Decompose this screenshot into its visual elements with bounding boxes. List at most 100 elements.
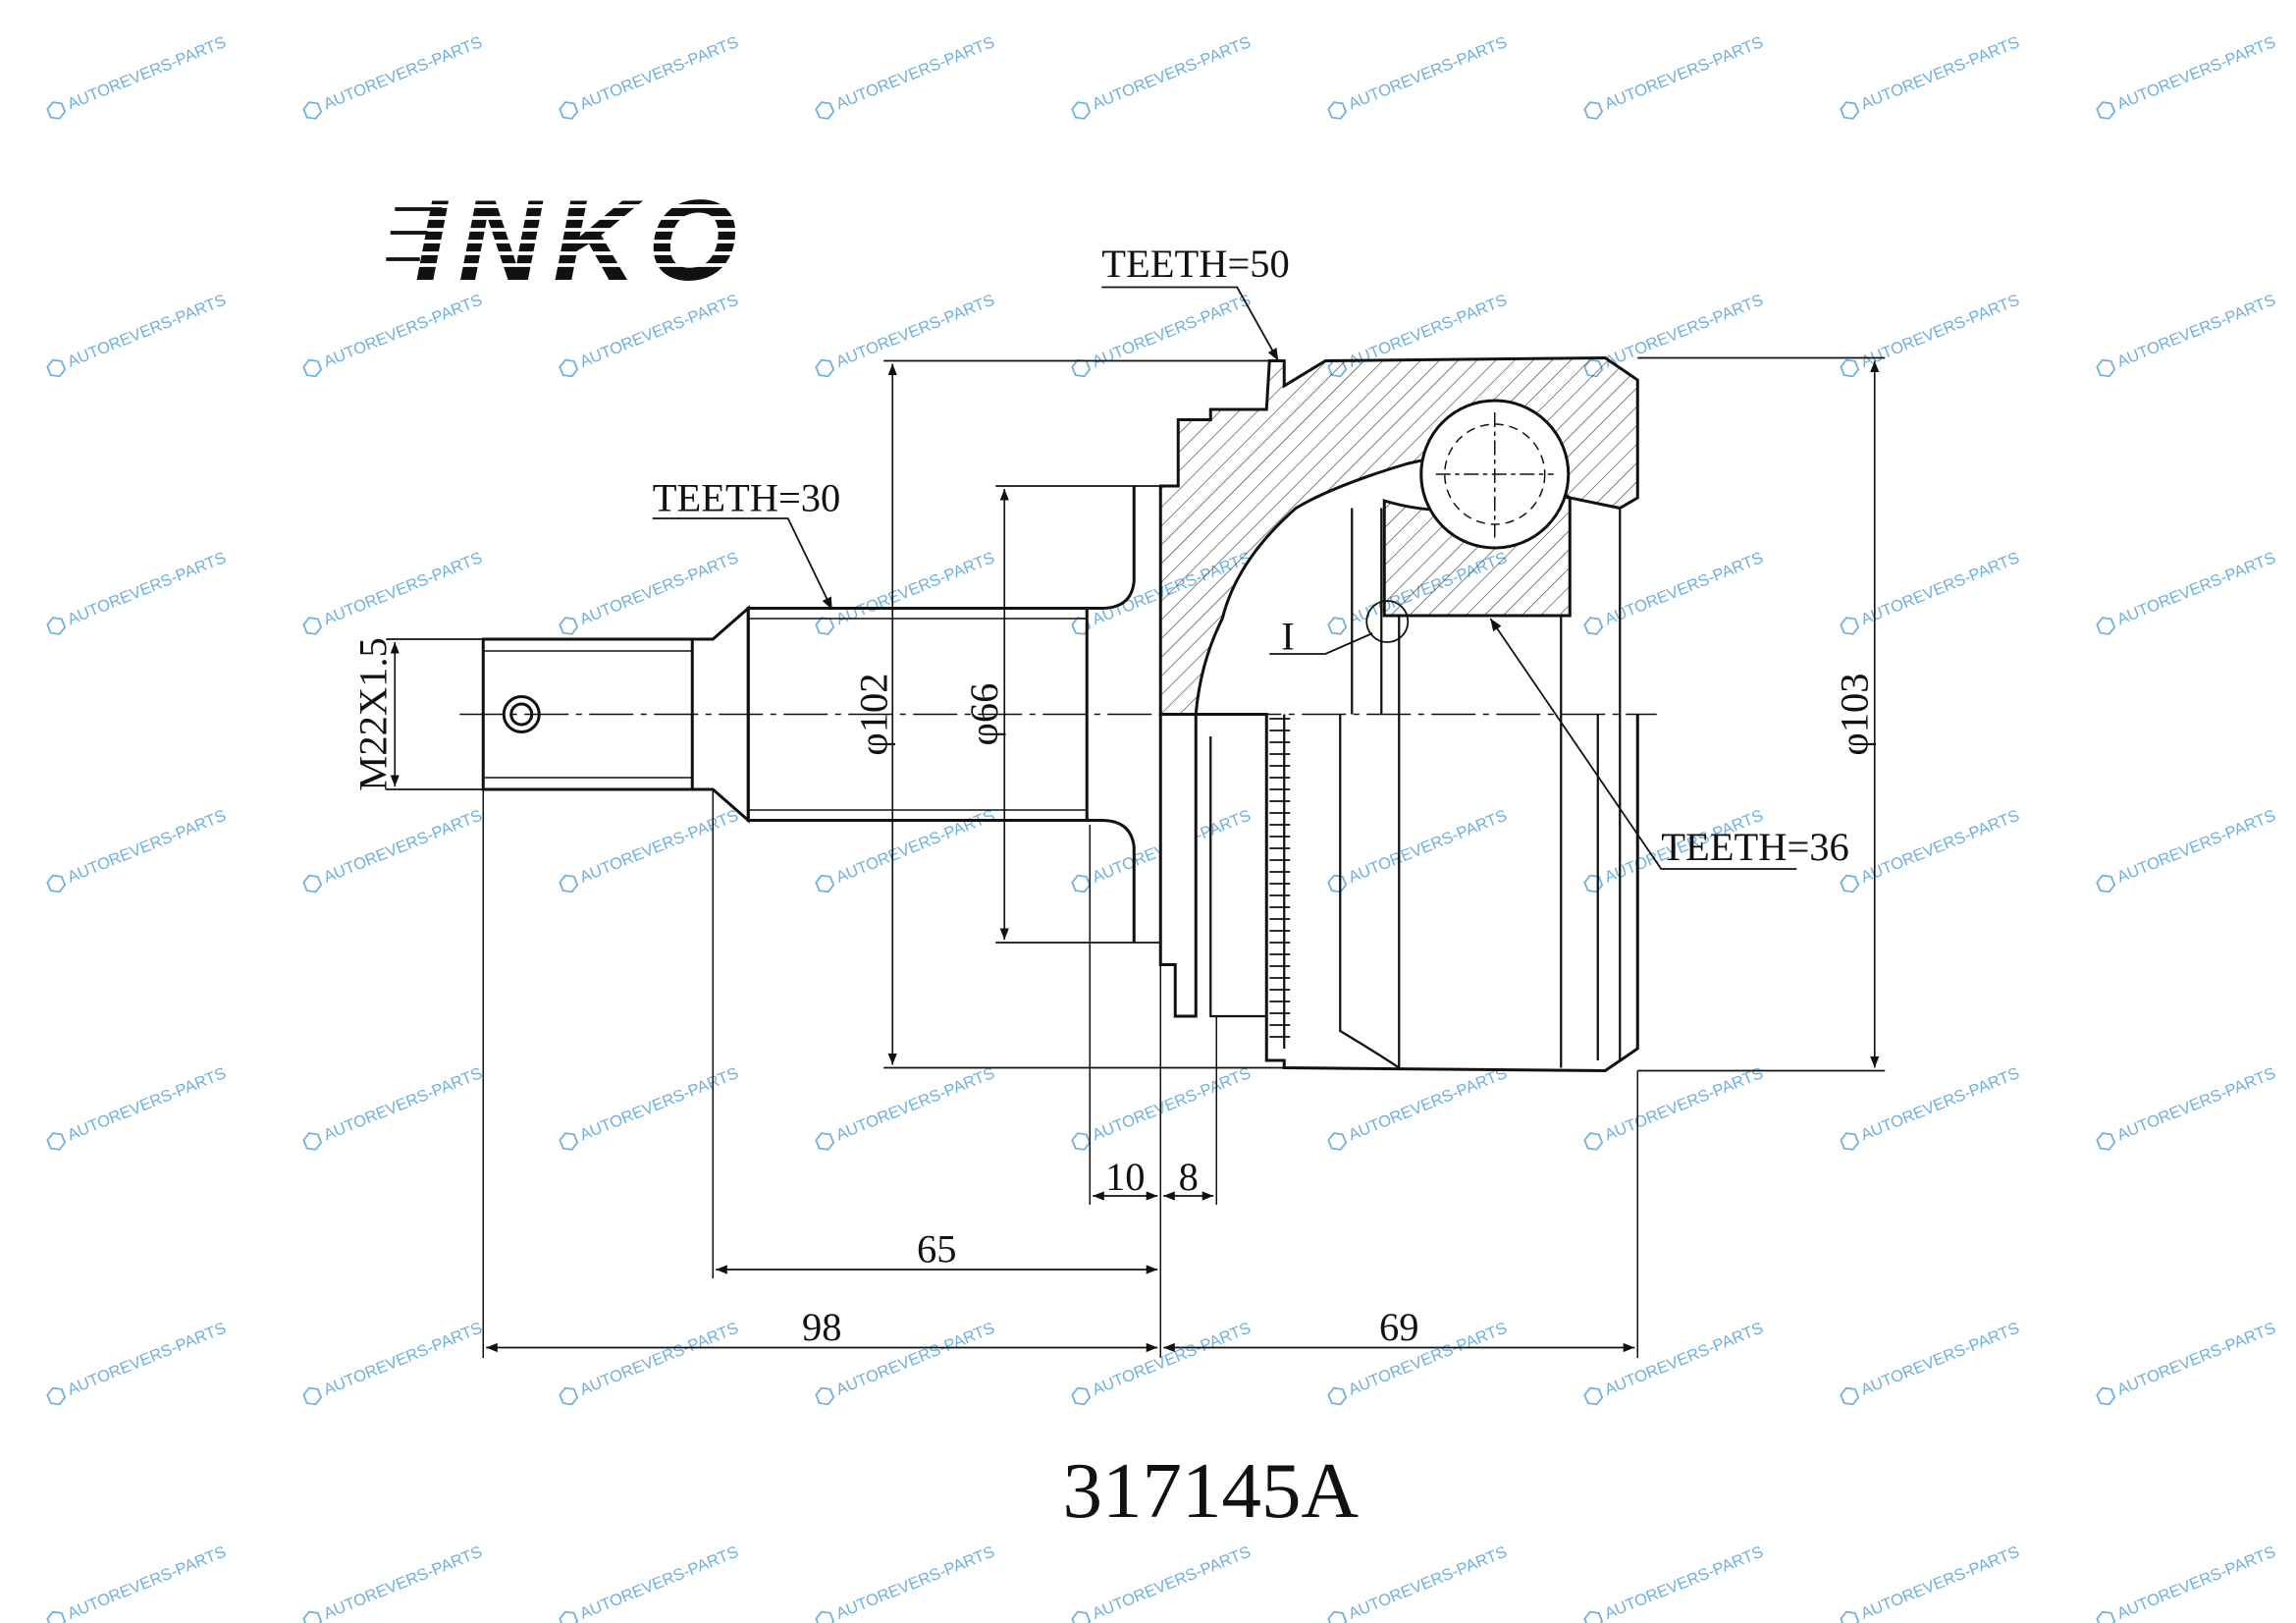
watermark-stamp: AUTOREVERS-PARTS xyxy=(2096,33,2278,120)
watermark-stamp: AUTOREVERS-PARTS xyxy=(559,1543,741,1623)
watermark-stamp: AUTOREVERS-PARTS xyxy=(302,1320,485,1406)
watermark-text: AUTOREVERS-PARTS xyxy=(1858,33,2022,113)
dia-66-label: φ66 xyxy=(962,683,1006,746)
watermark-text: AUTOREVERS-PARTS xyxy=(2114,807,2278,887)
dia-102-dimension xyxy=(883,359,1285,1069)
watermark-logo-icon xyxy=(1071,101,1092,120)
thread-dimension xyxy=(386,638,484,790)
watermark-logo-icon xyxy=(1071,1610,1092,1623)
watermark-logo-icon xyxy=(46,101,67,120)
watermark-logo-icon xyxy=(815,358,835,378)
watermark-text: AUTOREVERS-PARTS xyxy=(833,1320,997,1399)
watermark-logo-icon xyxy=(559,617,579,635)
watermark-logo-icon xyxy=(1840,1610,1860,1623)
watermark-stamp: AUTOREVERS-PARTS xyxy=(815,1543,997,1623)
watermark-text: AUTOREVERS-PARTS xyxy=(1090,33,1254,113)
watermark-stamp: AUTOREVERS-PARTS xyxy=(1840,33,2022,120)
watermark-logo-icon xyxy=(302,1610,323,1623)
watermark-logo-icon xyxy=(2096,1132,2116,1151)
watermark-logo-icon xyxy=(1583,874,1604,893)
watermark-text: AUTOREVERS-PARTS xyxy=(2114,1320,2278,1399)
watermark-text: AUTOREVERS-PARTS xyxy=(577,1543,741,1623)
watermark-text: AUTOREVERS-PARTS xyxy=(2114,33,2278,113)
watermark-stamp: AUTOREVERS-PARTS xyxy=(2096,1543,2278,1623)
watermark-text: AUTOREVERS-PARTS xyxy=(1602,1543,1766,1623)
watermark-logo-icon xyxy=(302,1132,323,1151)
watermark-stamp: AUTOREVERS-PARTS xyxy=(1071,1543,1254,1623)
watermark-stamp: AUTOREVERS-PARTS xyxy=(302,292,485,378)
watermark-text: AUTOREVERS-PARTS xyxy=(321,1320,485,1399)
watermark-text: AUTOREVERS-PARTS xyxy=(833,549,997,628)
watermark-logo-icon xyxy=(1327,1610,1348,1623)
watermark-stamp: AUTOREVERS-PARTS xyxy=(1583,1543,1766,1623)
watermark-logo-icon xyxy=(815,1610,835,1623)
watermark-text: AUTOREVERS-PARTS xyxy=(577,33,741,113)
watermark-logo-icon xyxy=(815,1132,835,1151)
watermark-text: AUTOREVERS-PARTS xyxy=(577,807,741,887)
detail-i-label: I xyxy=(1281,615,1295,659)
thread-label: M22X1.5 xyxy=(350,637,395,790)
watermark-logo-icon xyxy=(46,1386,67,1406)
watermark-stamp: AUTOREVERS-PARTS xyxy=(559,549,741,635)
watermark-text: AUTOREVERS-PARTS xyxy=(833,1064,997,1144)
watermark-text: AUTOREVERS-PARTS xyxy=(321,33,485,113)
leader-detail-i xyxy=(1269,632,1373,655)
watermark-logo-icon xyxy=(1327,1132,1348,1151)
watermark-stamp: AUTOREVERS-PARTS xyxy=(2096,1320,2278,1406)
watermark-text: AUTOREVERS-PARTS xyxy=(833,807,997,887)
watermark-text: AUTOREVERS-PARTS xyxy=(65,807,229,887)
watermark-logo-icon xyxy=(2096,1386,2116,1406)
extension-lines xyxy=(482,789,1638,1358)
watermark-stamp: AUTOREVERS-PARTS xyxy=(2096,807,2278,893)
watermark-stamp: AUTOREVERS-PARTS xyxy=(46,1543,229,1623)
watermark-logo-icon xyxy=(1071,874,1092,893)
watermark-stamp: AUTOREVERS-PARTS xyxy=(46,33,229,120)
watermark-stamp: AUTOREVERS-PARTS xyxy=(1071,33,1254,120)
watermark-stamp: AUTOREVERS-PARTS xyxy=(302,1064,485,1151)
watermark-logo-icon xyxy=(2096,358,2116,378)
watermark-text: AUTOREVERS-PARTS xyxy=(1858,807,2022,887)
watermark-logo-icon xyxy=(1583,101,1604,120)
watermark-stamp: AUTOREVERS-PARTS xyxy=(1583,549,1766,635)
watermark-logo-icon xyxy=(1840,358,1860,378)
watermark-text: AUTOREVERS-PARTS xyxy=(1090,292,1254,371)
watermark-stamp: AUTOREVERS-PARTS xyxy=(1071,1320,1254,1406)
watermark-logo-icon xyxy=(2096,1610,2116,1623)
watermark-text: AUTOREVERS-PARTS xyxy=(321,807,485,887)
watermark-logo-icon xyxy=(1840,874,1860,893)
watermark-logo-icon xyxy=(302,1386,323,1406)
splined-shaft xyxy=(746,486,1136,943)
watermark-text: AUTOREVERS-PARTS xyxy=(65,1064,229,1144)
watermark-logo-icon xyxy=(2096,617,2116,635)
watermark-stamp: AUTOREVERS-PARTS xyxy=(46,1064,229,1151)
watermark-stamp: AUTOREVERS-PARTS xyxy=(559,33,741,120)
watermark-stamp: AUTOREVERS-PARTS xyxy=(1327,33,1510,120)
watermark-stamp: AUTOREVERS-PARTS xyxy=(302,33,485,120)
watermark-logo-icon xyxy=(1327,874,1348,893)
watermark-text: AUTOREVERS-PARTS xyxy=(321,1064,485,1144)
teeth-36-label: TEETH=36 xyxy=(1661,825,1849,869)
watermark-text: AUTOREVERS-PARTS xyxy=(1858,1320,2022,1399)
watermark-logo-icon xyxy=(559,874,579,893)
watermark-logo-icon xyxy=(302,358,323,378)
watermark-text: AUTOREVERS-PARTS xyxy=(2114,1064,2278,1144)
watermark-text: AUTOREVERS-PARTS xyxy=(1602,33,1766,113)
watermark-text: AUTOREVERS-PARTS xyxy=(2114,1543,2278,1623)
watermark-logo-icon xyxy=(2096,101,2116,120)
teeth-50-label: TEETH=50 xyxy=(1101,242,1290,286)
watermark-logo-icon xyxy=(46,874,67,893)
watermark-stamp: AUTOREVERS-PARTS xyxy=(46,292,229,378)
dia-103-dimension xyxy=(1637,356,1886,1072)
watermark-text: AUTOREVERS-PARTS xyxy=(321,1543,485,1623)
watermark-logo-icon xyxy=(1071,1386,1092,1406)
outer-housing xyxy=(1158,355,1639,1073)
part-number: 317145A xyxy=(1063,1446,1360,1535)
watermark-stamp: AUTOREVERS-PARTS xyxy=(1840,1543,2022,1623)
watermark-logo-icon xyxy=(1327,101,1348,120)
watermark-stamp: AUTOREVERS-PARTS xyxy=(302,807,485,893)
watermark-stamp: AUTOREVERS-PARTS xyxy=(302,1543,485,1623)
watermark-stamp: AUTOREVERS-PARTS xyxy=(1840,1320,2022,1406)
watermark-text: AUTOREVERS-PARTS xyxy=(1346,1064,1510,1144)
watermark-stamp: AUTOREVERS-PARTS xyxy=(2096,292,2278,378)
watermark-logo-icon xyxy=(302,101,323,120)
